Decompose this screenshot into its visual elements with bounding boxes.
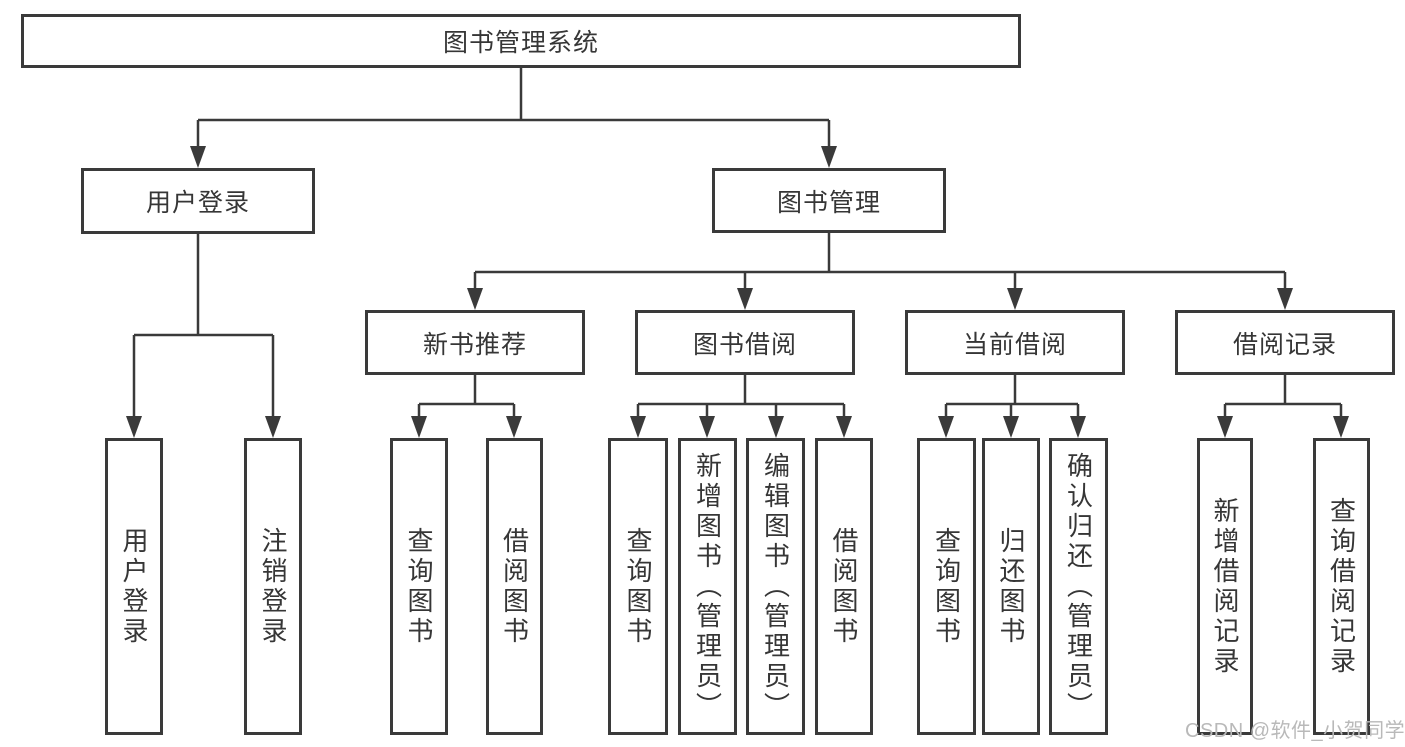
leaf-label: 新增借阅记录 [1210,496,1240,677]
leaf-label: 查询图书 [623,526,653,647]
leaf-logout: 注销登录 [244,438,302,735]
leaf-label: 借阅图书 [499,526,530,647]
leaf-query-books-current: 查询图书 [917,438,976,735]
leaf-query-borrow-record: 查询借阅记录 [1313,438,1370,735]
leaf-add-book-admin: 新增图书（管理员） [678,438,737,735]
node-borrow-records: 借阅记录 [1175,310,1395,375]
leaf-label: 注销登录 [258,526,288,647]
leaf-borrow-books-recommend: 借阅图书 [486,438,543,735]
leaf-label: 归还图书 [996,526,1026,647]
leaf-label: 查询图书 [404,526,434,647]
leaf-label: 查询借阅记录 [1326,496,1357,677]
leaf-label: 查询图书 [931,526,962,647]
leaf-add-borrow-record: 新增借阅记录 [1197,438,1253,735]
leaf-query-books-recommend: 查询图书 [390,438,448,735]
leaf-user-login: 用户登录 [105,438,163,735]
leaf-label: 编辑图书（管理员） [760,451,791,722]
csdn-watermark: CSDN @软件_小贺同学 [1185,720,1405,742]
leaf-label: 确认归还（管理员） [1063,451,1094,722]
leaf-borrow-books: 借阅图书 [815,438,873,735]
leaf-return-book: 归还图书 [982,438,1040,735]
arrowhead-icons [126,146,1349,438]
leaf-query-books-borrow: 查询图书 [608,438,668,735]
leaf-edit-book-admin: 编辑图书（管理员） [746,438,805,735]
leaf-label: 借阅图书 [829,526,859,647]
leaf-label: 新增图书（管理员） [692,451,723,722]
node-user-login: 用户登录 [81,168,315,234]
node-current-borrow: 当前借阅 [905,310,1125,375]
node-library-system: 图书管理系统 [21,14,1021,68]
leaf-label: 用户登录 [119,526,149,647]
node-book-borrow: 图书借阅 [635,310,855,375]
leaf-confirm-return-admin: 确认归还（管理员） [1049,438,1108,735]
node-new-book-recommend: 新书推荐 [365,310,585,375]
node-book-management: 图书管理 [712,168,946,233]
